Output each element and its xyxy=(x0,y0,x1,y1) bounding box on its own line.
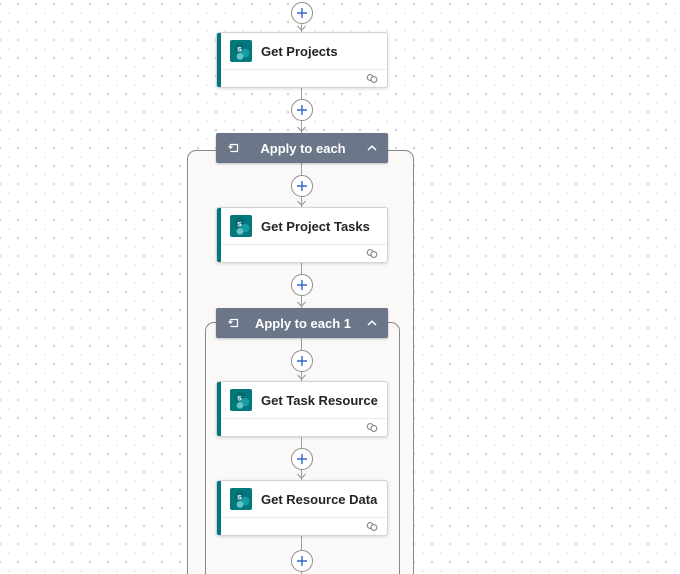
insert-step-button[interactable] xyxy=(291,175,313,197)
for-each-loop-icon xyxy=(226,142,240,154)
connection-link-icon[interactable] xyxy=(365,521,379,532)
for-each-loop-icon xyxy=(226,317,240,329)
scope-header-apply-to-each[interactable]: Apply to each xyxy=(216,133,388,163)
scope-title: Apply to each 1 xyxy=(254,315,352,331)
svg-text:s: s xyxy=(237,492,242,502)
action-card-footer xyxy=(221,419,387,436)
insert-step-button[interactable] xyxy=(291,448,313,470)
connector-line xyxy=(301,24,302,32)
connector-arrow-icon xyxy=(297,473,306,480)
action-accent-bar xyxy=(217,33,221,87)
sharepoint-icon: s xyxy=(230,389,252,411)
action-card-footer xyxy=(221,518,387,535)
insert-step-button[interactable] xyxy=(291,274,313,296)
sharepoint-icon: s xyxy=(230,215,252,237)
insert-step-button[interactable] xyxy=(291,2,313,24)
scope-title: Apply to each xyxy=(260,140,346,156)
action-title: Get Project Tasks xyxy=(261,218,370,234)
action-accent-bar xyxy=(217,481,221,535)
connector-arrow-icon xyxy=(297,126,306,133)
insert-step-button[interactable] xyxy=(291,99,313,121)
action-card-get-resource-data[interactable]: s Get Resource Data xyxy=(216,480,388,536)
add-icon xyxy=(297,556,307,566)
connection-link-icon[interactable] xyxy=(365,422,379,433)
connector-arrow-icon xyxy=(297,25,306,32)
action-title: Get Resource Data xyxy=(261,491,378,507)
connection-link-icon[interactable] xyxy=(365,248,379,259)
sharepoint-icon: s xyxy=(230,40,252,62)
chevron-up-icon[interactable] xyxy=(366,144,378,152)
add-icon xyxy=(297,105,307,115)
add-icon xyxy=(297,8,307,18)
add-icon xyxy=(297,356,307,366)
connector-arrow-icon xyxy=(297,200,306,207)
action-card-get-task-resource[interactable]: s Get Task Resource xyxy=(216,381,388,437)
action-card-footer xyxy=(221,70,387,87)
connector-arrow-icon xyxy=(297,301,306,308)
action-card-footer xyxy=(221,245,387,262)
add-icon xyxy=(297,280,307,290)
action-accent-bar xyxy=(217,208,221,262)
svg-text:s: s xyxy=(237,393,242,403)
connector-arrow-icon xyxy=(297,374,306,381)
chevron-up-icon[interactable] xyxy=(366,319,378,327)
action-card-get-project-tasks[interactable]: s Get Project Tasks xyxy=(216,207,388,263)
svg-text:s: s xyxy=(237,219,242,229)
sharepoint-icon: s xyxy=(230,488,252,510)
action-title: Get Task Resource xyxy=(261,392,378,408)
action-accent-bar xyxy=(217,382,221,436)
action-card-get-projects[interactable]: s Get Projects xyxy=(216,32,388,88)
scope-header-apply-to-each-1[interactable]: Apply to each 1 xyxy=(216,308,388,338)
svg-text:s: s xyxy=(237,44,242,54)
add-icon xyxy=(297,454,307,464)
add-icon xyxy=(297,181,307,191)
insert-step-button[interactable] xyxy=(291,350,313,372)
action-title: Get Projects xyxy=(261,43,338,59)
insert-step-button[interactable] xyxy=(291,550,313,572)
connection-link-icon[interactable] xyxy=(365,73,379,84)
